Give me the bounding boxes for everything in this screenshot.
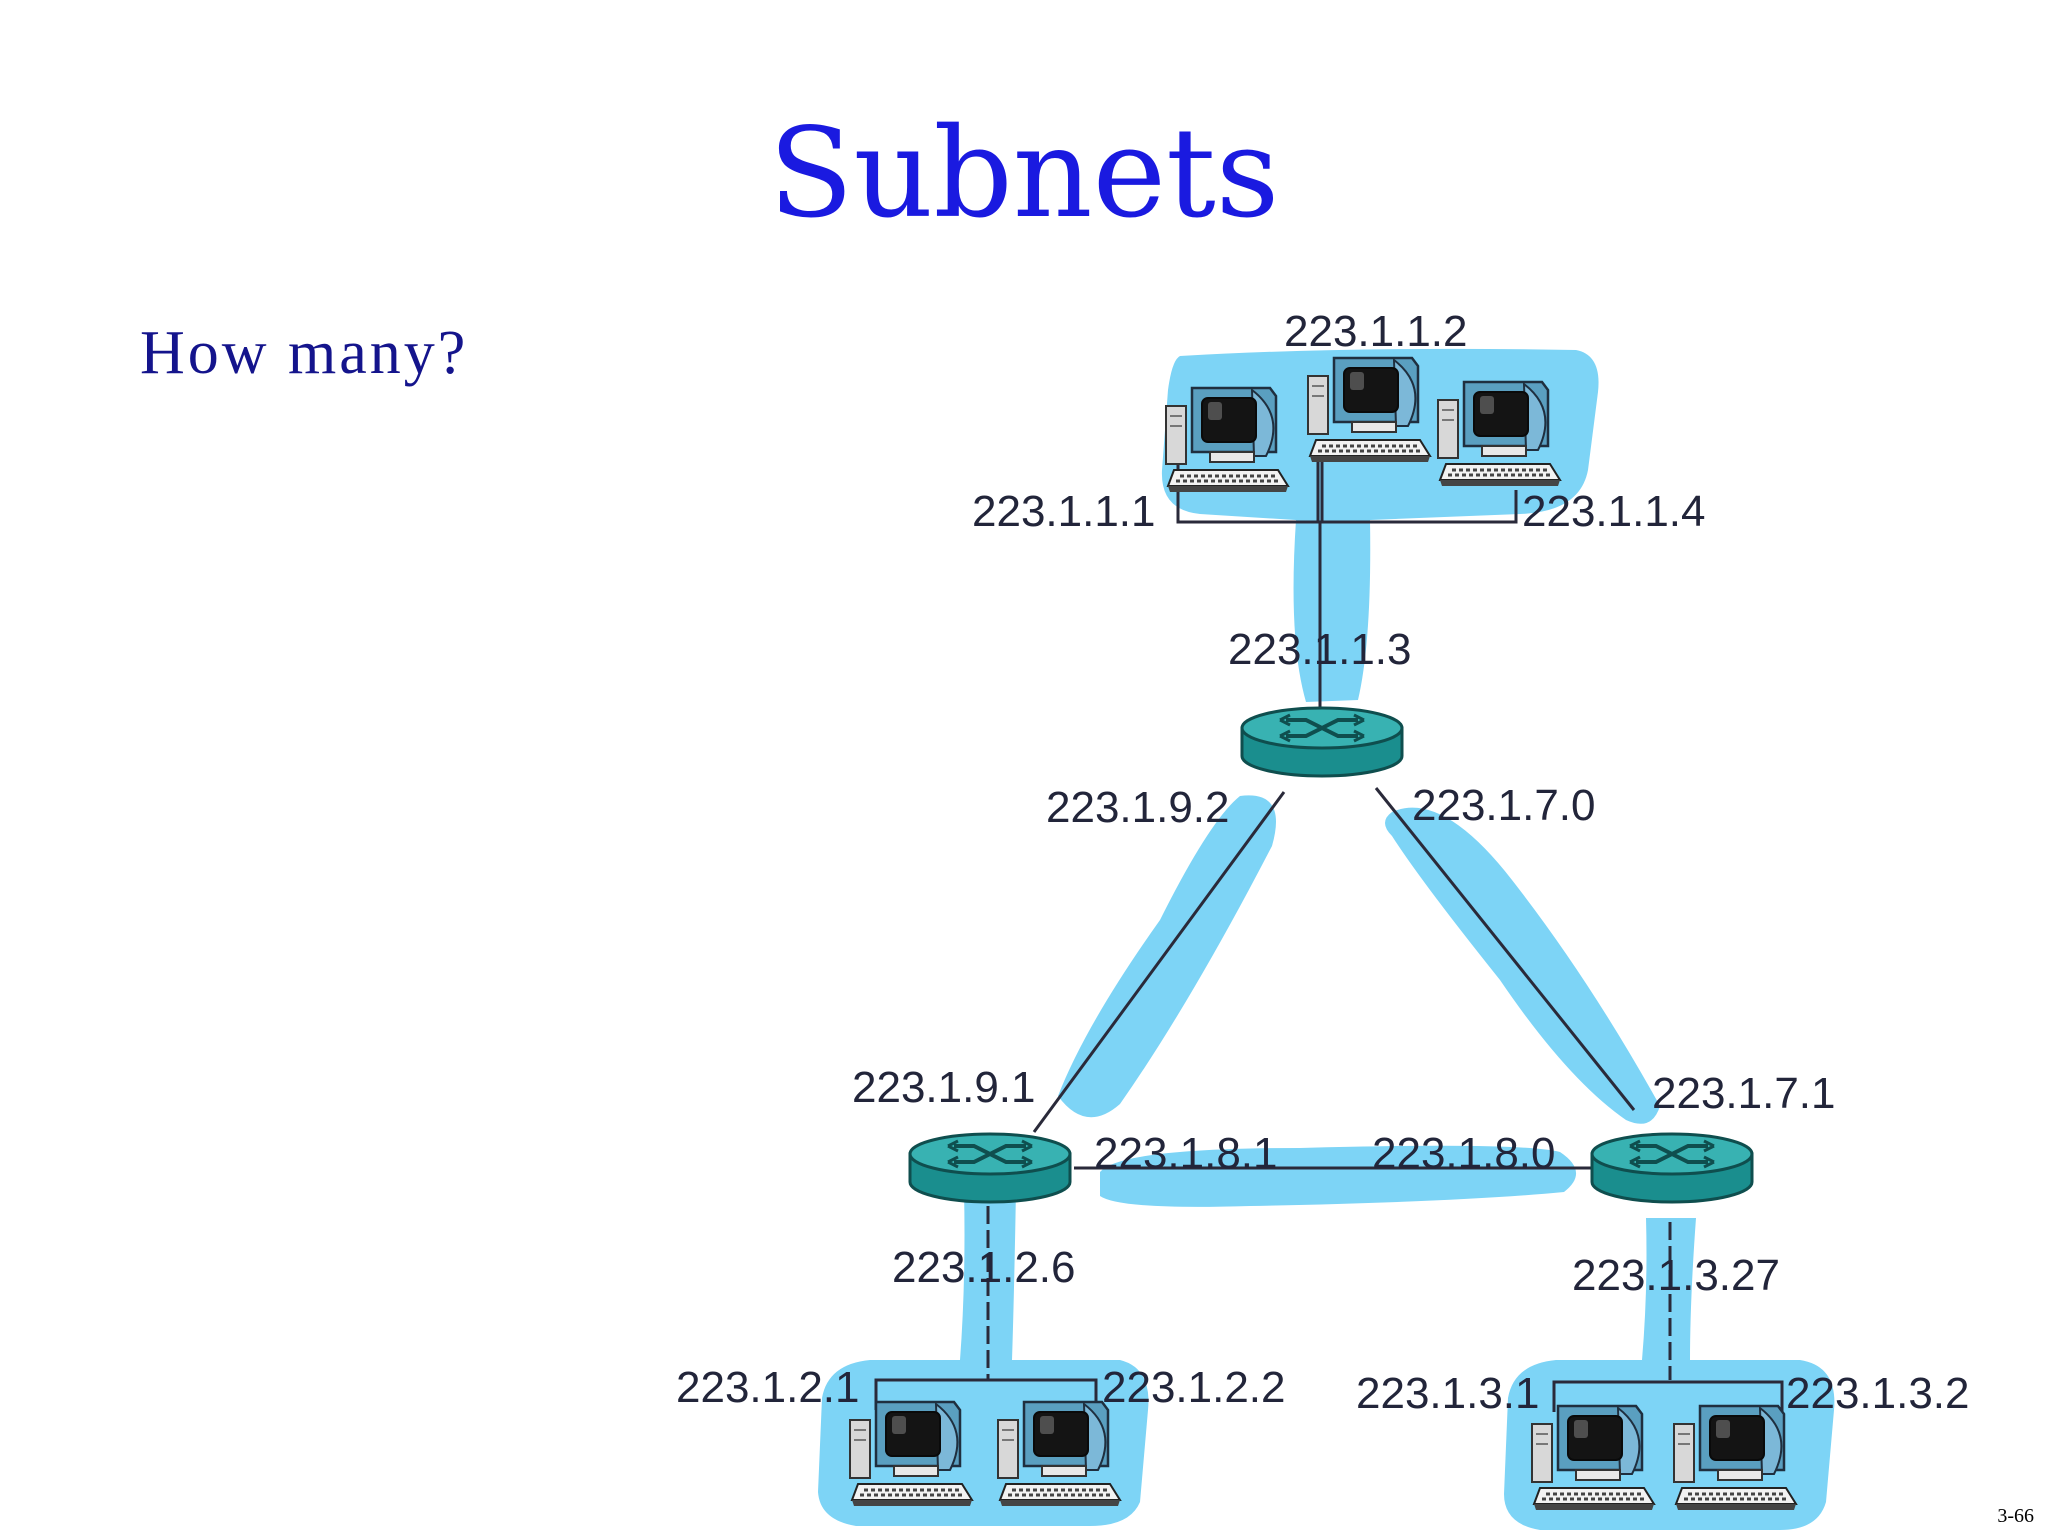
ip-label: 223.1.1.2 [1284,307,1468,356]
router-icon [1590,1132,1754,1204]
ip-label: 223.1.2.2 [1102,1363,1286,1412]
ip-label: 223.1.3.27 [1572,1251,1780,1300]
subnet-link-left-highlight [1058,795,1276,1118]
subnet-bottom-link-highlight [1100,1145,1577,1207]
ip-label: 223.1.1.1 [972,487,1156,536]
ip-label: 223.1.3.2 [1786,1369,1970,1418]
page-number: 3-66 [1997,1505,2034,1527]
ip-label: 223.1.2.6 [892,1243,1076,1292]
link-top-right [1374,787,1636,1111]
ip-label: 223.1.8.0 [1372,1129,1556,1178]
link-top-left [1032,791,1286,1133]
ip-label: 223.1.7.1 [1652,1069,1836,1118]
ip-labels: 223.1.1.2 223.1.1.1 223.1.1.4 223.1.1.3 … [676,307,1970,1418]
left-lan-bus [874,1378,1098,1410]
question-text: How many? [140,319,469,387]
ip-label: 223.1.1.4 [1522,487,1706,536]
ip-label: 223.1.9.2 [1046,783,1230,832]
ip-label: 223.1.2.1 [676,1363,860,1412]
subnet-link-right-highlight [1385,807,1660,1124]
page-title: Subnets [768,102,1280,246]
right-lan-bus [1552,1380,1784,1412]
ip-label: 223.1.1.3 [1228,625,1412,674]
ip-label: 223.1.3.1 [1356,1369,1540,1418]
router-icon [1240,706,1404,778]
ip-label: 223.1.8.1 [1094,1129,1278,1178]
ip-label: 223.1.9.1 [852,1063,1036,1112]
network-links [874,420,1784,1412]
ip-label: 223.1.7.0 [1412,781,1596,830]
router-icon [908,1132,1072,1204]
